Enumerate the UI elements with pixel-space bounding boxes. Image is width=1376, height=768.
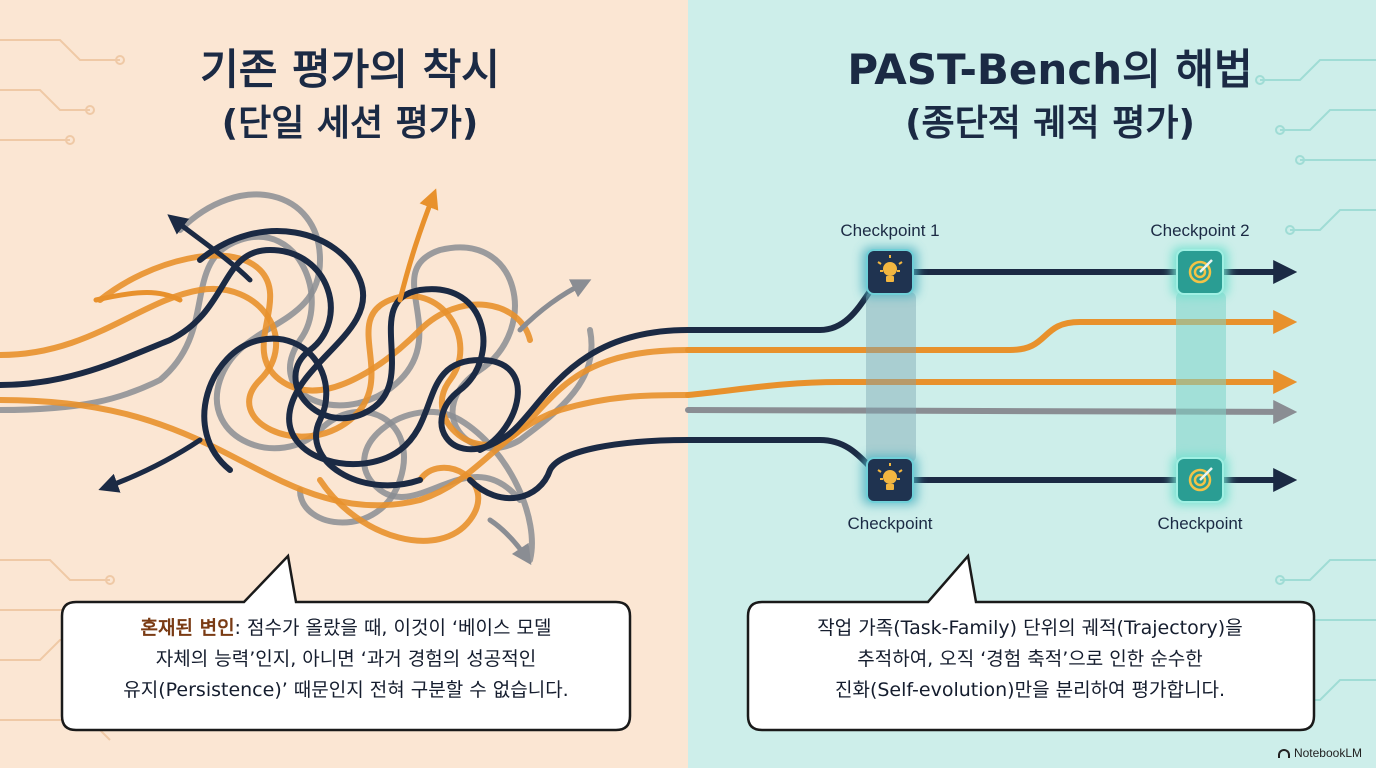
left-title-block: 기존 평가의 착시 (단일 세션 평가) <box>90 42 610 150</box>
right-subtitle: (종단적 궤적 평가) <box>905 103 1195 144</box>
callout-left-line-2: 자체의 능력’인지, 아니면 ‘과거 경험의 성공적인 <box>155 648 537 670</box>
circuit-decoration-right <box>1255 59 1376 701</box>
right-title-block: PAST-Bench의 해법 (종단적 궤적 평가) <box>770 42 1330 150</box>
checkpoint-band-1 <box>866 292 916 462</box>
trajectory-orange-2 <box>685 370 1298 398</box>
tangled-knot <box>0 188 691 565</box>
lightbulb-icon <box>877 463 903 490</box>
callout-right-line-3: 진화(Self-evolution)만을 분리하여 평가합니다. <box>835 679 1225 701</box>
callout-left-line-1: 혼재된 변인: 점수가 올랐을 때, 이것이 ‘베이스 모델 <box>66 613 626 644</box>
checkpoint-label-bottom-2: Checkpoint <box>1157 514 1243 533</box>
checkpoint-box-2-bottom <box>1172 455 1228 505</box>
checkpoint-label-1: Checkpoint 1 <box>840 221 940 240</box>
right-title: PAST-Bench의 해법 <box>847 45 1253 94</box>
left-title: 기존 평가의 착시 <box>200 45 500 94</box>
lightbulb-icon <box>877 255 903 282</box>
checkpoint-label-bottom-1: Checkpoint <box>847 514 933 533</box>
callout-right-text: 작업 가족(Task-Family) 단위의 궤적(Trajectory)을 추… <box>752 613 1308 706</box>
watermark: NotebookLM <box>1277 746 1362 760</box>
target-icon <box>1188 467 1213 492</box>
checkpoint-box-1-bottom <box>862 455 918 505</box>
left-subtitle: (단일 세션 평가) <box>221 103 479 144</box>
callout-highlight: 혼재된 변인 <box>140 617 235 639</box>
callout-bubble-right <box>746 553 1316 732</box>
callout-right-line-1: 작업 가족(Task-Family) 단위의 궤적(Trajectory)을 <box>817 617 1243 639</box>
target-icon <box>1188 259 1213 284</box>
callout-left-text: 혼재된 변인: 점수가 올랐을 때, 이것이 ‘베이스 모델 자체의 능력’인지… <box>66 613 626 706</box>
checkpoint-box-2-top <box>1172 247 1228 297</box>
checkpoint-band-2 <box>1176 292 1226 462</box>
callout-left-line-3: 유지(Persistence)’ 때문인지 전혀 구분할 수 없습니다. <box>123 679 569 701</box>
callout-right-line-2: 추적하여, 오직 ‘경험 축적’으로 인한 순수한 <box>857 648 1203 670</box>
checkpoint-label-2: Checkpoint 2 <box>1150 221 1250 240</box>
checkpoint-box-1-top <box>862 247 918 297</box>
callout-bubble-left <box>60 553 632 732</box>
notebooklm-logo-icon <box>1277 748 1290 758</box>
callout-left-line-1-rest: : 점수가 올랐을 때, 이것이 ‘베이스 모델 <box>234 617 552 639</box>
trajectory-orange-1 <box>685 310 1298 353</box>
watermark-text: NotebookLM <box>1293 746 1362 760</box>
